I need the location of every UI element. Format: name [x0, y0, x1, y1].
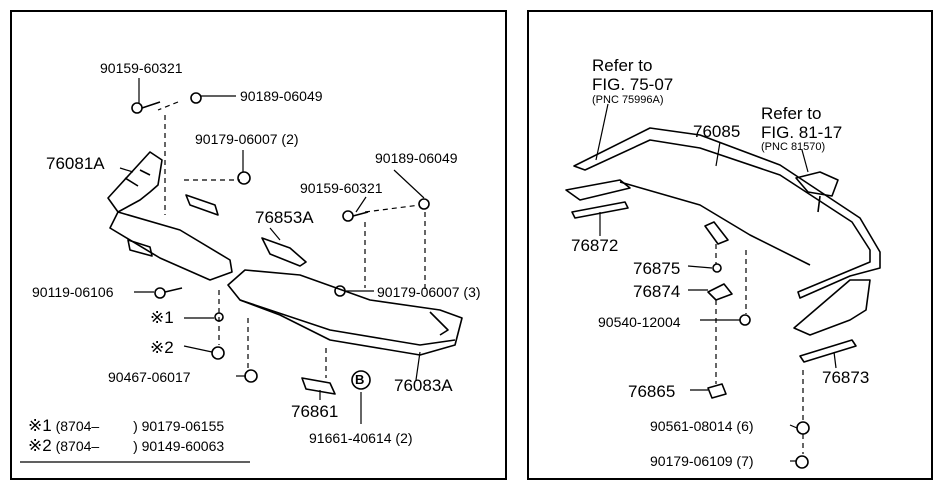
refer-label-2-line1: Refer to [761, 104, 822, 123]
part-label-90467-06017: 90467-06017 [108, 369, 191, 385]
right-diagram-panel [527, 10, 933, 480]
refer-label-2-line2: FIG. 81-17 [761, 123, 843, 142]
footnote-2-mark: ※2 [28, 436, 52, 455]
footnote-2-close: ) [133, 438, 138, 454]
part-label-76083a: 76083A [394, 376, 453, 395]
refer-label-1-line2: FIG. 75-07 [592, 75, 674, 94]
part-label-76865: 76865 [628, 382, 676, 401]
callout-b: B [355, 372, 365, 387]
part-label-90179-06007-3: 90179-06007 (3) [377, 284, 481, 300]
footnote-mark-1: ※1 [150, 308, 174, 327]
part-label-76874: 76874 [633, 282, 681, 301]
part-label-76861: 76861 [291, 402, 339, 421]
part-label-76872: 76872 [571, 236, 619, 255]
footnote-mark-2: ※2 [150, 338, 174, 357]
part-label-76853a: 76853A [255, 208, 314, 227]
footnote-1-part: 90179-06155 [141, 418, 225, 434]
part-label-90561-08014: 90561-08014 (6) [650, 418, 754, 434]
footnote-2-part: 90149-60063 [141, 438, 225, 454]
part-label-90189-06049-top: 90189-06049 [240, 88, 323, 104]
left-diagram-panel [10, 10, 507, 480]
part-label-76873: 76873 [822, 368, 870, 387]
part-label-91661-40614: 91661-40614 (2) [309, 430, 413, 446]
footnote-1-mark: ※1 [28, 416, 52, 435]
refer-label-2-line3: (PNC 81570) [761, 141, 826, 153]
part-label-90119-06106: 90119-06106 [32, 284, 114, 300]
part-label-76081a: 76081A [46, 154, 105, 173]
part-label-90189-06049-right: 90189-06049 [375, 150, 458, 166]
part-label-76875: 76875 [633, 259, 681, 278]
part-label-90159-60321-top: 90159-60321 [100, 60, 183, 76]
part-label-90179-06007-2: 90179-06007 (2) [195, 131, 299, 147]
rear-spoiler [573, 127, 881, 299]
refer-label-1-line1: Refer to [592, 56, 653, 75]
footnote-1-close: ) [133, 418, 138, 434]
part-label-90179-06109: 90179-06109 (7) [650, 453, 754, 469]
refer-label-1-line3: (PNC 75996A) [592, 94, 664, 106]
footnote-2-range: (8704– [55, 438, 100, 454]
footnote-row-2: ※2 (8704– ) 90149-60063 [28, 436, 224, 456]
part-label-90540-12004: 90540-12004 [598, 314, 681, 330]
bumper-side-bracket [107, 151, 163, 213]
footnote-1-range: (8704– [55, 418, 100, 434]
footnote-row-1: ※1 (8704– ) 90179-06155 [28, 416, 224, 436]
part-label-90159-60321-mid: 90159-60321 [300, 180, 383, 196]
part-label-76085: 76085 [693, 122, 741, 141]
rear-bumper-cover [227, 269, 463, 356]
